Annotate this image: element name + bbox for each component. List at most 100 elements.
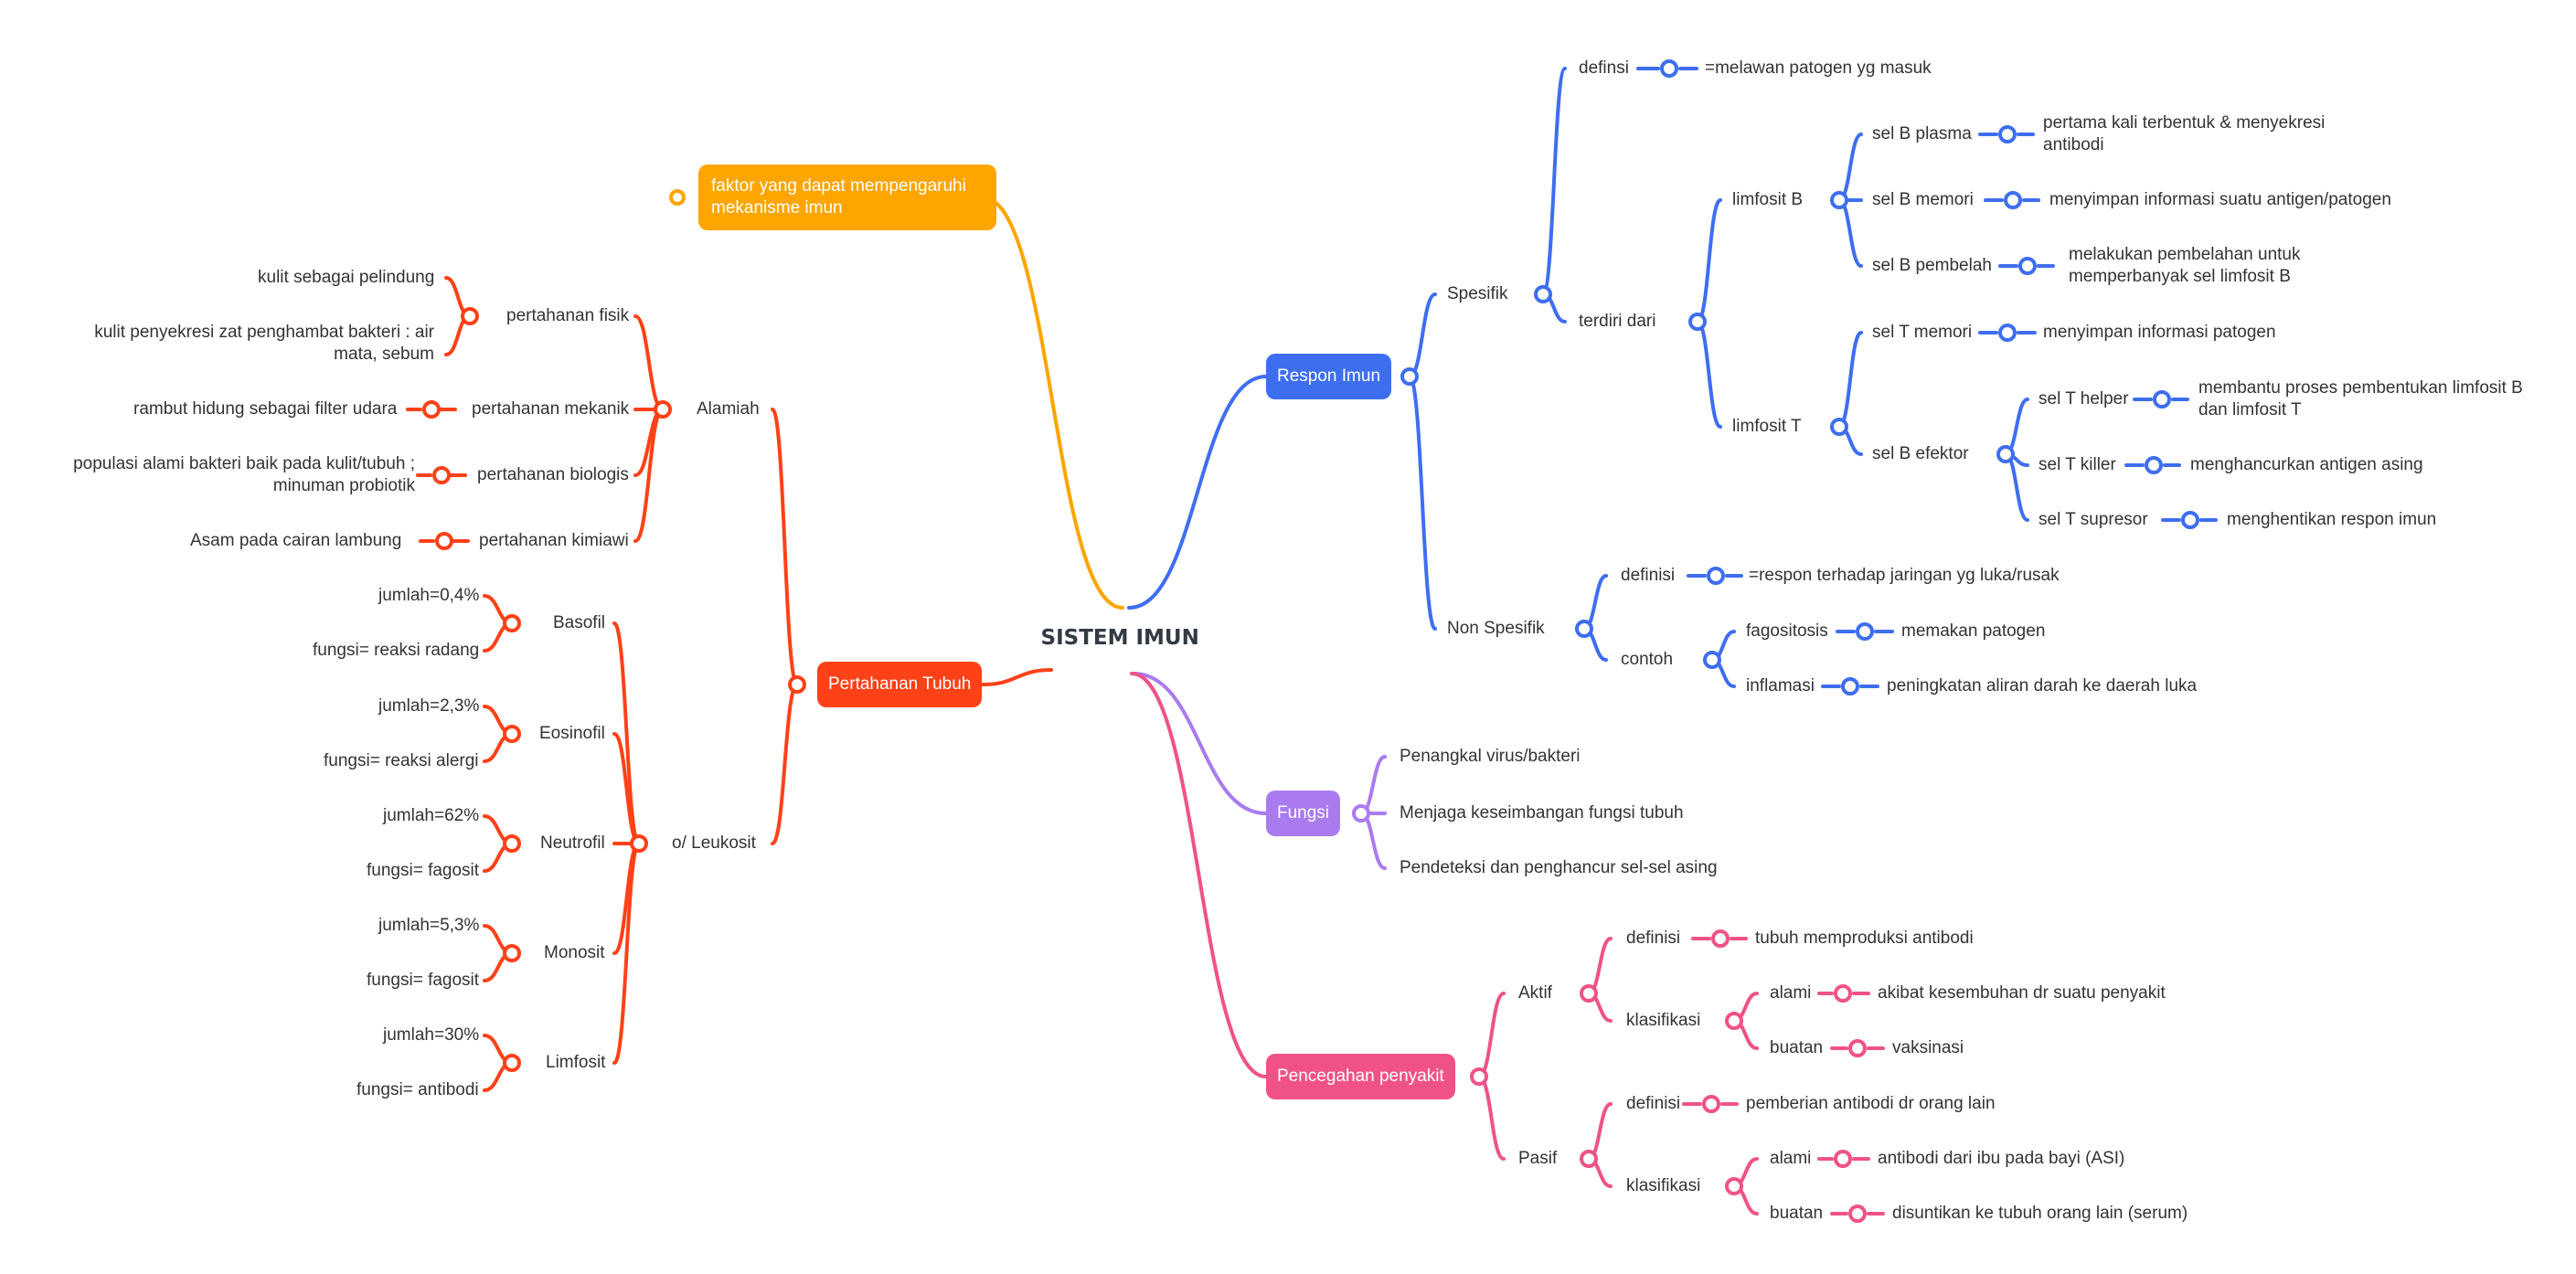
sel-b-pembelah-label[interactable]: sel B pembelah [1872,256,1992,275]
collapse-toggle[interactable] [1996,445,2015,463]
definisi-value[interactable]: =respon terhadap jaringan yg luka/rusak [1749,566,2060,585]
collapse-toggle[interactable] [461,307,479,325]
collapse-toggle[interactable] [1703,651,1721,669]
collapse-toggle[interactable] [503,1054,521,1072]
collapse-toggle[interactable] [1400,367,1419,386]
collapse-toggle[interactable] [2004,191,2022,209]
sel-t-supresor-label[interactable]: sel T supresor [2038,510,2148,529]
pertahanan-tubuh-topic[interactable]: Pertahanan Tubuh [817,662,983,707]
buatan-value[interactable]: vaksinasi [1892,1038,1964,1057]
collapse-toggle[interactable] [1352,804,1370,823]
sel-t-killer-label[interactable]: sel T killer [2038,455,2116,474]
collapse-toggle[interactable] [630,834,648,853]
jumlah-label[interactable]: jumlah=30% [383,1025,480,1045]
collapse-toggle[interactable] [2145,456,2163,474]
definisi-label[interactable]: definisi [1626,929,1681,948]
collapse-toggle[interactable] [1856,622,1874,641]
jumlah-label[interactable]: jumlah=2,3% [378,696,480,716]
collapse-toggle[interactable] [503,725,521,743]
collapse-toggle[interactable] [1660,59,1678,78]
definisi-value[interactable]: tubuh memproduksi antibodi [1755,929,1974,948]
sel-b-efektor-label[interactable]: sel B efektor [1872,444,1969,463]
alami-value[interactable]: antibodi dari ibu pada bayi (ASI) [1878,1149,2125,1168]
collapse-toggle[interactable] [503,944,521,962]
sel-t-helper-label[interactable]: sel T helper [2038,389,2129,409]
collapse-toggle[interactable] [435,532,453,550]
sel-t-memori-label[interactable]: sel T memori [1872,323,1973,342]
collapse-toggle[interactable] [2181,511,2199,529]
definisi-label[interactable]: definisi [1621,566,1676,585]
buatan-label[interactable]: buatan [1770,1204,1824,1223]
fungsi-topic[interactable]: Fungsi [1266,791,1341,836]
collapse-toggle[interactable] [1830,418,1848,436]
spesifik-label[interactable]: Spesifik [1447,284,1508,303]
buatan-value[interactable]: disuntikan ke tubuh orang lain (serum) [1892,1204,2188,1223]
collapse-toggle[interactable] [1725,1177,1743,1195]
sel-t-helper-value[interactable]: membantu proses pembentukan limfosit B d… [2198,378,2523,419]
mekanik-item[interactable]: rambut hidung sebagai filter udara [133,399,398,419]
fungsi-item[interactable]: Menjaga keseimbangan fungsi tubuh [1400,803,1684,823]
biologis-item[interactable]: populasi alami bakteri baik pada kulit/t… [73,454,415,495]
collapse-toggle[interactable] [422,400,441,419]
collapse-toggle[interactable] [1702,1095,1720,1113]
limfosit-t-label[interactable]: limfosit T [1732,417,1802,436]
pasif-label[interactable]: Pasif [1518,1149,1558,1168]
pencegahan-topic[interactable]: Pencegahan penyakit [1266,1054,1455,1099]
collapse-toggle[interactable] [1998,324,2017,342]
collapse-toggle[interactable] [1848,1039,1867,1057]
jumlah-label[interactable]: jumlah=62% [383,806,480,825]
jumlah-label[interactable]: jumlah=0,4% [378,586,480,605]
alami-label[interactable]: alami [1770,1149,1812,1168]
fungsi-label[interactable]: fungsi= fagosit [367,971,480,990]
collapse-toggle[interactable] [1534,285,1552,303]
limfosit-b-label[interactable]: limfosit B [1732,190,1804,209]
sel-b-memori-label[interactable]: sel B memori [1872,190,1974,209]
factor-topic[interactable]: faktor yang dapat mempengaruhi mekanisme… [698,165,996,230]
respon-imun-topic[interactable]: Respon Imun [1266,354,1392,399]
fungsi-label[interactable]: fungsi= reaksi alergi [324,751,479,770]
central-topic[interactable]: SISTEM IMUN [1040,626,1199,650]
fungsi-label[interactable]: fungsi= reaksi radang [313,641,480,660]
leukosit-cell-label[interactable]: Eosinofil [539,724,605,743]
collapse-toggle[interactable] [669,189,686,206]
leukosit-cell-label[interactable]: Limfosit [546,1053,606,1072]
sel-b-pembelah-value[interactable]: melakukan pembelahan untuk memperbanyak … [2069,245,2301,286]
definsi-value[interactable]: =melawan patogen yg masuk [1705,58,1932,78]
pertahanan-biologis-label[interactable]: pertahanan biologis [477,465,629,484]
definsi-label[interactable]: definsi [1579,58,1629,78]
collapse-toggle[interactable] [432,466,451,484]
collapse-toggle[interactable] [1580,1150,1598,1168]
definisi-label[interactable]: definisi [1626,1094,1681,1113]
terdiri-dari-label[interactable]: terdiri dari [1579,312,1656,331]
collapse-toggle[interactable] [503,614,521,632]
klasifikasi-label[interactable]: klasifikasi [1626,1011,1701,1030]
kimiawi-item[interactable]: Asam pada cairan lambung [190,531,402,550]
leukosit-cell-label[interactable]: Neutrofil [540,833,605,853]
fungsi-label[interactable]: fungsi= antibodi [357,1080,479,1099]
collapse-toggle[interactable] [1834,1150,1852,1168]
sel-b-memori-value[interactable]: menyimpan informasi suatu antigen/patoge… [2049,190,2391,209]
leukosit-cell-label[interactable]: Basofil [553,613,606,632]
pertahanan-fisik-label[interactable]: pertahanan fisik [506,306,630,325]
inflamasi-label[interactable]: inflamasi [1746,676,1815,695]
collapse-toggle[interactable] [1841,677,1859,695]
sel-t-supresor-value[interactable]: menghentikan respon imun [2227,510,2437,529]
collapse-toggle[interactable] [1688,313,1707,331]
collapse-toggle[interactable] [1998,125,2017,143]
non-spesifik-label[interactable]: Non Spesifik [1447,619,1545,638]
collapse-toggle[interactable] [1470,1067,1488,1086]
collapse-toggle[interactable] [1830,191,1848,209]
sel-t-memori-value[interactable]: menyimpan informasi patogen [2043,323,2276,342]
leukosit-cell-label[interactable]: Monosit [544,943,605,962]
contoh-label[interactable]: contoh [1621,650,1674,669]
definisi-value[interactable]: pemberian antibodi dr orang lain [1746,1094,1996,1113]
jumlah-label[interactable]: jumlah=5,3% [378,916,480,935]
collapse-toggle[interactable] [1711,929,1730,948]
collapse-toggle[interactable] [1707,567,1725,585]
fungsi-label[interactable]: fungsi= fagosit [367,861,480,880]
fisik-item[interactable]: kulit sebagai pelindung [258,268,435,287]
collapse-toggle[interactable] [503,834,521,853]
collapse-toggle[interactable] [654,400,672,419]
sel-b-plasma-label[interactable]: sel B plasma [1872,124,1972,143]
collapse-toggle[interactable] [1580,984,1598,1003]
